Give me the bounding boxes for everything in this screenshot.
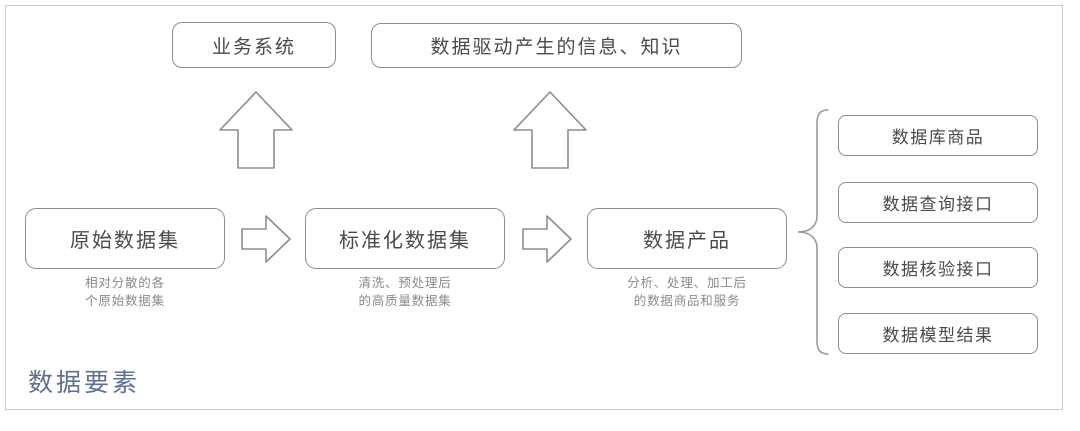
brace-outputs — [796, 108, 830, 360]
caption-data-product: 分析、处理、加工后 的数据商品和服务 — [627, 275, 747, 308]
node-standardized-dataset-label: 标准化数据集 — [339, 228, 471, 252]
node-raw-dataset[interactable]: 原始数据集 — [25, 208, 225, 269]
caption-standardized-dataset: 清洗、预处理后 的高质量数据集 — [358, 275, 452, 308]
node-data-driven-knowledge-label: 数据驱动产生的信息、知识 — [430, 36, 683, 58]
right-arrow-raw-to-standard — [240, 213, 292, 265]
node-output-model-result-label: 数据模型结果 — [882, 326, 994, 346]
node-data-product[interactable]: 数据产品 — [587, 208, 787, 269]
node-output-query-api[interactable]: 数据查询接口 — [838, 182, 1038, 223]
node-output-verification-api-label: 数据核验接口 — [882, 260, 994, 280]
node-output-query-api-label: 数据查询接口 — [882, 195, 994, 215]
caption-raw-dataset: 相对分散的各 个原始数据集 — [85, 275, 165, 308]
node-business-system-label: 业务系统 — [211, 35, 296, 58]
node-output-verification-api[interactable]: 数据核验接口 — [838, 247, 1038, 288]
node-output-model-result[interactable]: 数据模型结果 — [838, 313, 1038, 354]
node-raw-dataset-label: 原始数据集 — [70, 228, 180, 252]
node-business-system[interactable]: 业务系统 — [172, 22, 336, 68]
node-data-product-label: 数据产品 — [643, 228, 731, 252]
up-arrow-knowledge — [512, 90, 588, 170]
up-arrow-business-system — [218, 90, 294, 170]
node-output-database-product-label: 数据库商品 — [891, 128, 985, 148]
node-standardized-dataset[interactable]: 标准化数据集 — [305, 208, 505, 269]
node-data-driven-knowledge[interactable]: 数据驱动产生的信息、知识 — [371, 23, 742, 68]
node-output-database-product[interactable]: 数据库商品 — [838, 115, 1038, 156]
right-arrow-standard-to-product — [521, 213, 573, 265]
section-label-data-element: 数据要素 — [28, 368, 141, 397]
